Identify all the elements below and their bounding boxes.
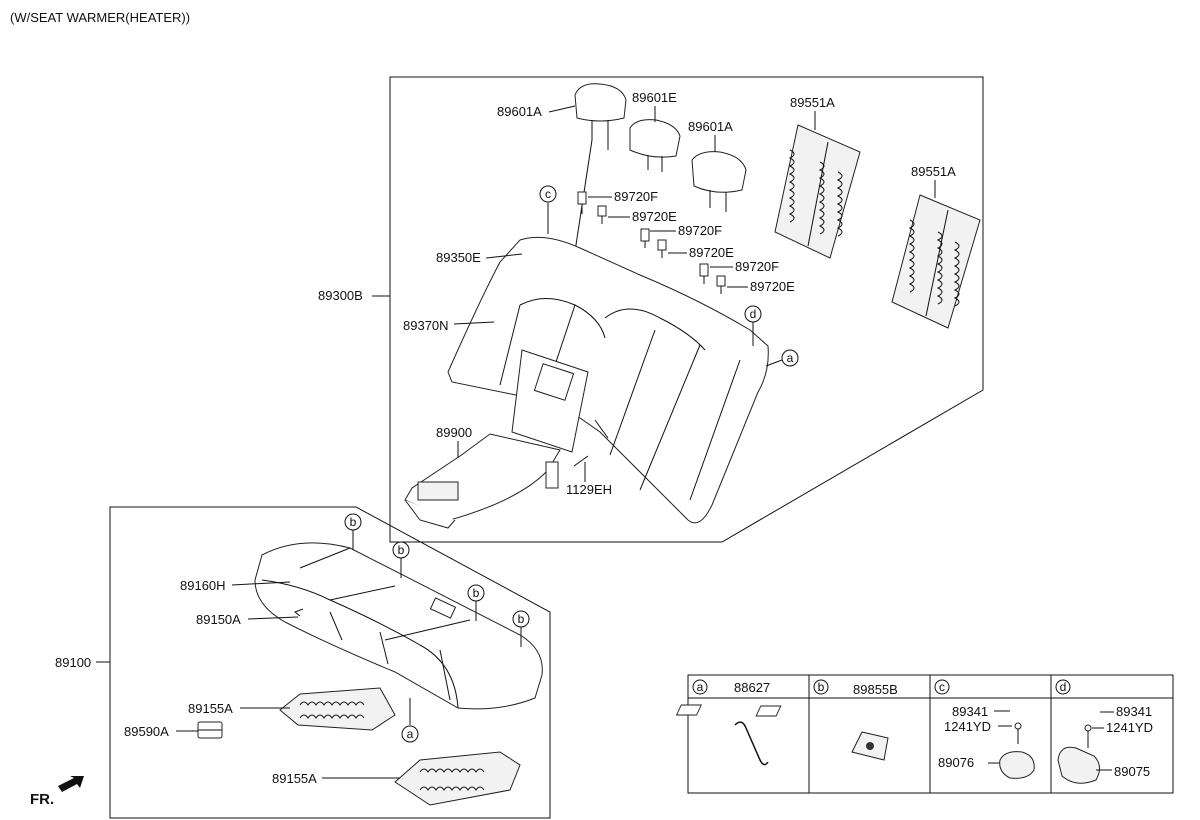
label-headrest-e: 89601E xyxy=(632,90,677,105)
front-arrow-icon xyxy=(58,776,84,792)
label-cushion-assy: 89100 xyxy=(55,655,91,670)
svg-text:c: c xyxy=(939,680,945,694)
svg-text:b: b xyxy=(398,543,405,557)
clip-icon xyxy=(734,721,769,766)
guides xyxy=(577,191,726,294)
label-heater-back-2: 89551A xyxy=(911,164,956,179)
svg-text:d: d xyxy=(750,307,757,321)
label-back-assy: 89300B xyxy=(318,288,363,303)
label-bolt: 1129EH xyxy=(566,482,612,497)
legend-b-part: 89855B xyxy=(853,682,898,697)
back-heater-pad-2 xyxy=(891,194,981,329)
callout-c xyxy=(539,185,557,203)
label-heater-cushion-2: 89155A xyxy=(272,771,317,786)
seat-cushion-frame xyxy=(109,506,551,819)
svg-text:a: a xyxy=(697,680,704,694)
cover-d-icon xyxy=(755,705,782,717)
armrest xyxy=(404,349,589,529)
legend-key-a xyxy=(692,679,708,695)
heater-note: (W/SEAT WARMER(HEATER)) xyxy=(10,10,190,25)
legend-c-part-2: 1241YD xyxy=(944,719,991,734)
label-cushion-cover: 89160H xyxy=(180,578,226,593)
legend-key-d xyxy=(1055,679,1071,695)
screw-c-icon xyxy=(1014,722,1022,744)
label-back-pad: 89370N xyxy=(403,318,449,333)
label-armrest: 89900 xyxy=(436,425,472,440)
seat-back xyxy=(447,236,769,524)
legend-key-c xyxy=(934,679,950,695)
label-guide-f2: 89720F xyxy=(678,223,722,238)
label-guide-f3: 89720F xyxy=(735,259,779,274)
callout-a-cushion xyxy=(401,725,419,743)
svg-text:c: c xyxy=(545,187,551,201)
back-heater-pad-1 xyxy=(774,124,861,259)
svg-text:a: a xyxy=(407,727,414,741)
callout-b-4 xyxy=(512,610,530,628)
cover-c-icon xyxy=(675,704,702,716)
label-headrest-a2: 89601A xyxy=(688,119,733,134)
callout-a-back xyxy=(781,349,799,367)
label-cushion-pad: 89150A xyxy=(196,612,241,627)
svg-text:b: b xyxy=(473,586,480,600)
label-heater-back-1: 89551A xyxy=(790,95,835,110)
seat-cushion xyxy=(254,542,543,710)
svg-text:a: a xyxy=(787,351,794,365)
legend-table xyxy=(687,674,1174,794)
svg-text:d: d xyxy=(1060,680,1067,694)
cushion-heater-pad-1 xyxy=(279,687,396,731)
callout-d xyxy=(744,305,762,323)
label-guide-e1: 89720E xyxy=(632,209,677,224)
legend-c-part-3: 89076 xyxy=(938,755,974,770)
label-cover-e: 89350E xyxy=(436,250,481,265)
control-module xyxy=(197,721,223,739)
front-direction-label: FR. xyxy=(30,791,54,808)
screw-d-icon xyxy=(1084,724,1092,748)
svg-text:b: b xyxy=(350,515,357,529)
label-guide-e2: 89720E xyxy=(689,245,734,260)
headrest-1 xyxy=(574,83,627,150)
legend-c-part-1: 89341 xyxy=(952,704,988,719)
bracket-d-icon xyxy=(1057,746,1100,784)
svg-text:b: b xyxy=(818,680,825,694)
callout-b-2 xyxy=(392,541,410,559)
label-guide-e3: 89720E xyxy=(750,279,795,294)
headrest-2 xyxy=(629,119,681,172)
legend-d-part-2: 1241YD xyxy=(1106,720,1153,735)
svg-text:b: b xyxy=(518,612,525,626)
label-guide-f1: 89720F xyxy=(614,189,658,204)
legend-d-part-1: 89341 xyxy=(1116,704,1152,719)
headrest-3 xyxy=(691,151,747,212)
label-heater-cushion-1: 89155A xyxy=(188,701,233,716)
label-control-module: 89590A xyxy=(124,724,169,739)
bracket-c-icon xyxy=(999,751,1035,779)
label-headrest-a1: 89601A xyxy=(497,104,542,119)
legend-d-part-3: 89075 xyxy=(1114,764,1150,779)
callout-b-3 xyxy=(467,584,485,602)
legend-a-part: 88627 xyxy=(734,680,770,695)
cushion-heater-pad-2 xyxy=(394,751,521,806)
clip-b-icon xyxy=(851,731,889,761)
legend-key-b xyxy=(813,679,829,695)
callout-b-1 xyxy=(344,513,362,531)
seat-back-frame xyxy=(389,76,984,543)
